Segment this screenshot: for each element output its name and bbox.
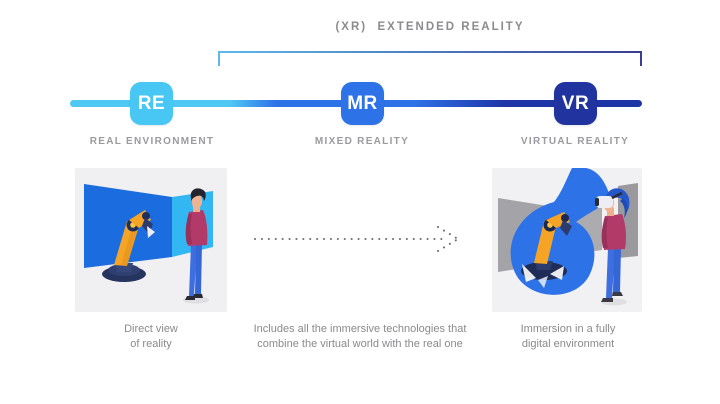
node-re-abbr: RE [137, 92, 166, 114]
node-mr-abbr: MR [347, 92, 378, 114]
label-real-environment: REAL ENVIRONMENT [89, 136, 215, 147]
xr-title: (XR) EXTENDED REALITY [335, 21, 525, 33]
robot-arm-icon [102, 210, 155, 282]
caption-mixed-reality: Includes all the immersive technologies … [253, 323, 467, 350]
vr-headset-icon [595, 191, 623, 208]
timeline-node-re: RE [130, 82, 173, 125]
label-mixed-reality: MIXED REALITY [314, 136, 410, 147]
dotted-arrow-icon [254, 226, 459, 252]
blue-hair [606, 188, 630, 214]
timeline-node-mr: MR [341, 82, 384, 125]
label-virtual-reality: VIRTUAL REALITY [520, 136, 630, 147]
person-with-vr-headset-icon [595, 188, 630, 306]
real-environment-illustration [75, 168, 227, 312]
caption-virtual-reality: Immersion in a fully digital environment [520, 323, 616, 350]
virtual-robot-arm-icon [521, 212, 572, 288]
timeline-node-vr: VR [554, 82, 597, 125]
virtual-reality-illustration [492, 168, 642, 312]
xr-bracket [218, 51, 642, 66]
caption-real-environment: Direct view of reality [124, 323, 178, 350]
person-icon [183, 188, 209, 304]
node-vr-abbr: VR [561, 92, 590, 114]
